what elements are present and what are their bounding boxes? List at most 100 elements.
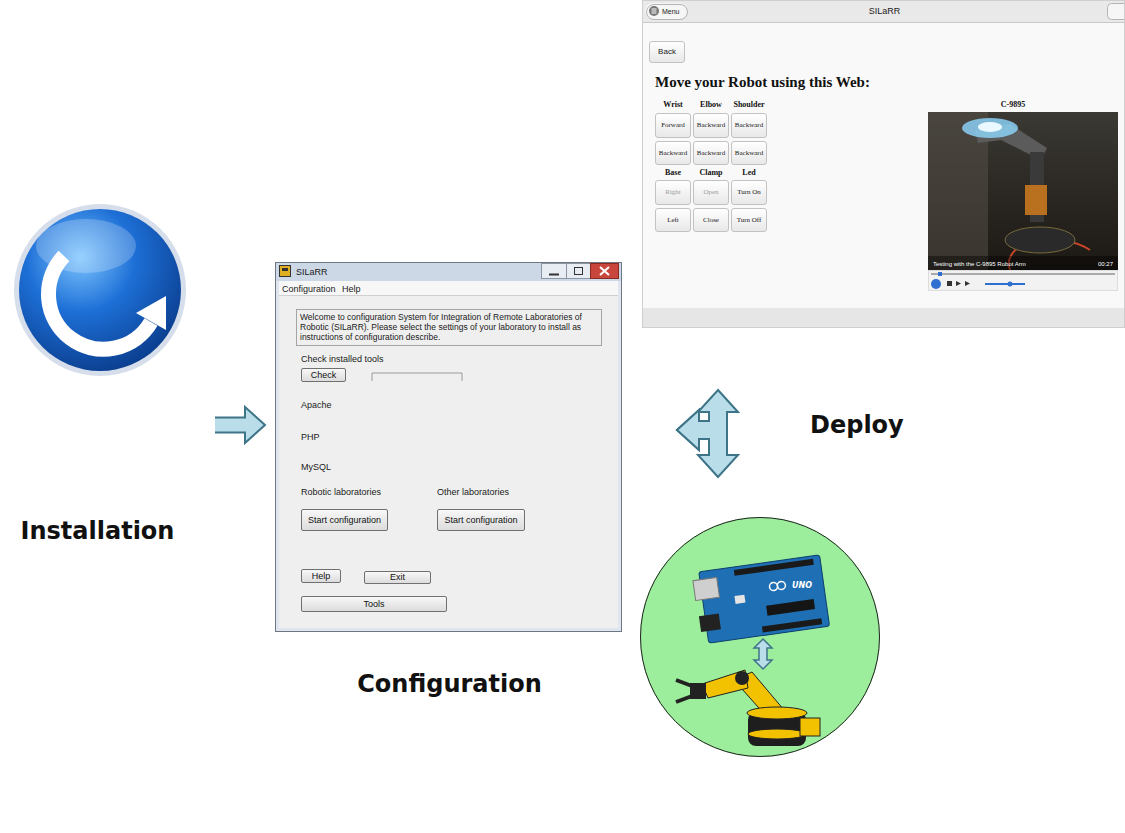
control-button: Backward (731, 141, 767, 165)
web-page-screenshot (928, 112, 1118, 270)
video-time: 00:27 (1098, 261, 1113, 268)
arduino-board (699, 555, 830, 643)
menu-button: Menu (646, 4, 688, 20)
button-text: Open (703, 188, 718, 196)
installer-icon (136, 296, 166, 330)
settings-window (600, 267, 609, 275)
arrow-head (677, 410, 699, 450)
video-title: C-9895 (983, 100, 1043, 109)
edge-label: Deploy (810, 412, 904, 440)
board-label: UNO (792, 581, 812, 590)
button-text: Check (311, 370, 337, 380)
web-page-screenshot (929, 271, 1118, 291)
web-page-screenshot (985, 283, 1025, 285)
control-button: Close (693, 208, 729, 232)
web-page-screenshot (1108, 4, 1125, 20)
web-page: SILaRRMove your Robot using this Web:Wri… (642, 0, 1125, 328)
push-button: Help (301, 569, 341, 583)
button-text: Start configuration (308, 515, 381, 525)
control-button: Forward (655, 113, 691, 138)
arduino-board (693, 577, 720, 600)
connector-fills (215, 410, 718, 457)
button-text: Backward (735, 121, 763, 129)
settings-window (282, 268, 288, 271)
control-button: Open (693, 180, 729, 205)
arduino-board (769, 582, 778, 591)
arduino-board (692, 555, 830, 644)
settings-window (567, 264, 591, 279)
web-page-screenshot (931, 273, 1115, 275)
web-page-screenshot (938, 272, 942, 276)
button-text: Left (667, 216, 679, 224)
installer-icon (14, 204, 186, 376)
web-page-screenshot (956, 281, 961, 286)
button-text: Exit (390, 572, 405, 582)
arduino-board (766, 599, 815, 616)
button-text: Forward (661, 121, 685, 129)
web-page-screenshot (962, 118, 1018, 138)
web-page-screenshot (652, 9, 657, 13)
section-label: Other laboratories (437, 487, 509, 497)
arduino-board (734, 595, 745, 604)
welcome-box: Welcome to configuration System for Inte… (296, 309, 602, 346)
settings-window (575, 268, 583, 275)
robot-arm (800, 718, 820, 736)
hardware-circle: UNO (640, 517, 880, 757)
settings-window (542, 264, 567, 279)
robot-arm (690, 683, 706, 699)
block-arrow (697, 430, 718, 457)
button-text: Help (312, 571, 331, 581)
arduino-board (762, 618, 822, 632)
page-heading: Move your Robot using this Web: (655, 74, 870, 91)
robot-arm (735, 671, 749, 685)
step-caption: Installation (5, 518, 190, 546)
video-caption: Testing with the C-9895 Robot Arm (933, 261, 1026, 268)
block-arrow (215, 419, 247, 432)
button-text: Turn On (737, 188, 761, 196)
web-page-screenshot (645, 3, 687, 19)
settings-window (275, 262, 622, 632)
step-caption: Configuration (276, 671, 623, 699)
settings-window (279, 281, 618, 295)
circle-outline (641, 518, 880, 757)
button-text: Backward (735, 149, 763, 157)
web-page-screenshot (642, 308, 1125, 328)
arrow-head (698, 455, 738, 477)
column-header: Clamp (693, 168, 729, 177)
button-text: Start configuration (444, 515, 517, 525)
button-text: Backward (697, 121, 725, 129)
link-arrow (754, 639, 772, 669)
robot-arm (676, 680, 692, 702)
settings-window (275, 262, 622, 632)
installer-icon (49, 256, 151, 349)
tool-name: MySQL (301, 462, 331, 472)
button-text: Back (658, 47, 676, 56)
welcome-text: Welcome to configuration System for Inte… (297, 310, 601, 345)
robot-arm (747, 707, 807, 719)
push-button: Exit (364, 571, 431, 584)
settings-window (279, 281, 618, 628)
web-page-screenshot (1005, 227, 1075, 253)
web-page-screenshot (965, 281, 970, 286)
arrow-head (245, 407, 265, 443)
menu-item: Configuration (282, 284, 336, 294)
control-button: Turn On (731, 180, 767, 205)
circle-outline (640, 517, 880, 757)
arduino-board (699, 613, 721, 632)
push-button: Start configuration (301, 509, 388, 531)
web-page-screenshot (649, 6, 659, 16)
button-text: Turn Off (737, 216, 762, 224)
web-page-screenshot (642, 0, 1125, 22)
settings-window (275, 262, 622, 281)
web-page-screenshot (642, 22, 1125, 23)
settings-window: SILaRRConfigurationHelpCheck installed t… (275, 262, 622, 632)
button-text: Backward (659, 149, 687, 157)
button-text: Backward (697, 149, 725, 157)
connector-outlines (215, 412, 718, 455)
back-button: Back (649, 41, 685, 63)
robot-arm (676, 670, 820, 746)
robot-arm (748, 729, 806, 739)
